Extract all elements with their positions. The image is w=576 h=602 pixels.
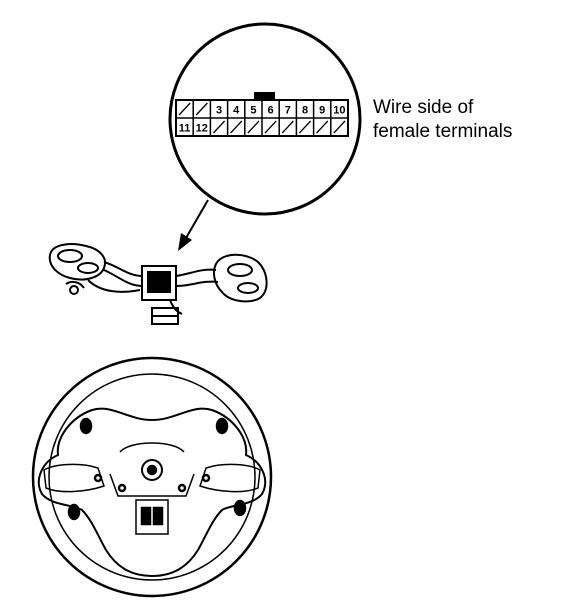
- terminal-number: 3: [216, 105, 222, 117]
- empty-cavity-mark: [333, 120, 346, 134]
- wheel-rim-outer: [31, 356, 273, 598]
- caption-line-1: Wire side of: [373, 97, 474, 118]
- empty-cavity-mark: [298, 120, 312, 134]
- empty-cavity-mark: [247, 120, 260, 134]
- terminal-number: 4: [233, 105, 240, 117]
- terminal-number: 6: [268, 105, 274, 117]
- empty-cavity-mark: [195, 102, 208, 116]
- empty-cavity-mark: [212, 120, 226, 134]
- empty-cavity-mark: [281, 120, 294, 134]
- terminal-number: 5: [250, 105, 256, 117]
- empty-cavity-mark: [178, 102, 191, 116]
- steering-wheel: [31, 356, 273, 598]
- magnifier-circle: [168, 22, 362, 216]
- wheel-rim-inner: [48, 373, 256, 581]
- leader-arrow: [178, 199, 209, 251]
- empty-cavity-mark: [264, 120, 277, 134]
- terminal-number: 7: [285, 105, 291, 117]
- terminal-number: 12: [196, 123, 208, 135]
- terminal-number: 8: [302, 105, 308, 117]
- caption-line-2: female terminals: [373, 121, 512, 142]
- connector-lock-tab: [254, 92, 275, 100]
- empty-cavity-mark: [316, 120, 329, 134]
- switch-harness: [48, 243, 268, 325]
- empty-cavity-mark: [230, 120, 243, 134]
- terminal-number: 9: [319, 105, 325, 117]
- terminal-number: 11: [179, 123, 191, 135]
- terminal-number: 10: [333, 105, 345, 117]
